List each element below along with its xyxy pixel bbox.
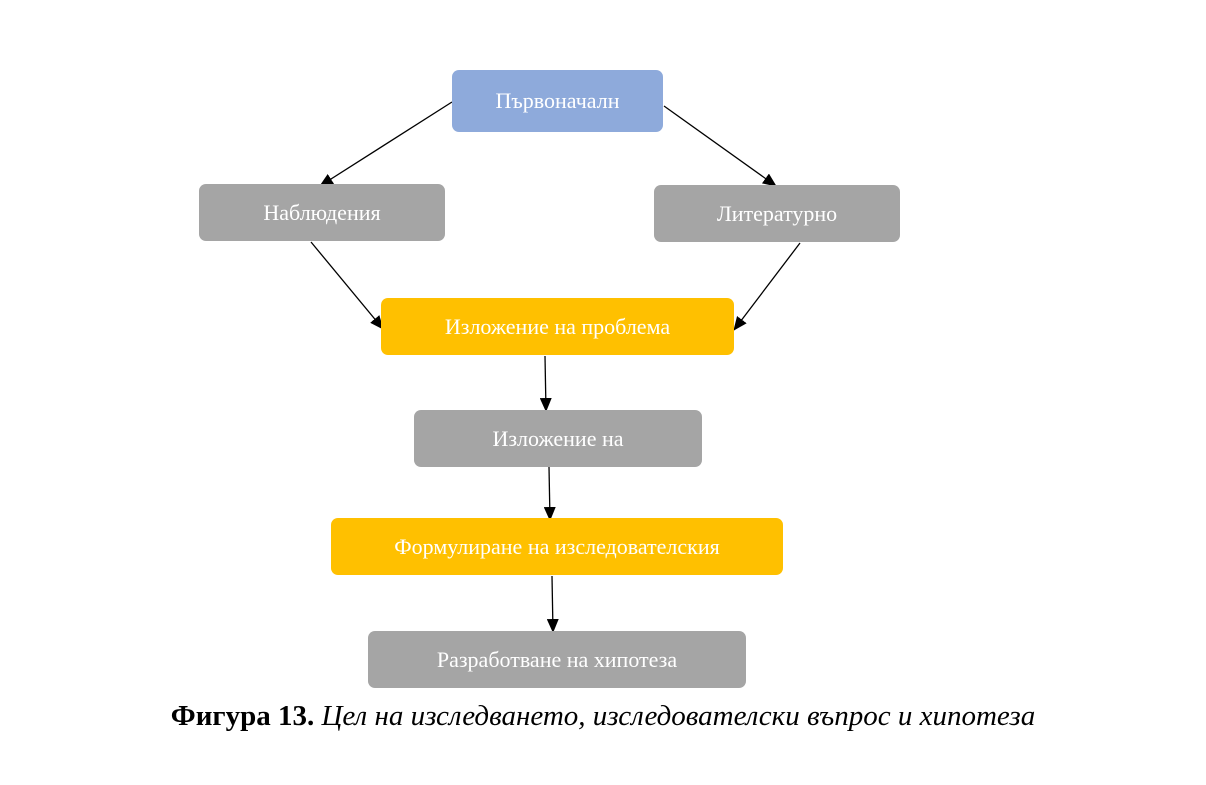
node-problem-statement-label: Изложение на проблема (444, 313, 671, 339)
figure-caption-text: Цел на изследването, изследователски въп… (321, 700, 1036, 732)
node-observations: Наблюдения (199, 184, 445, 241)
node-hypothesis-development-label: Разработване на хипотеза (436, 646, 678, 672)
edge-formulation-to-hypothesis (546, 575, 559, 633)
edge-initial-to-literature (663, 105, 777, 187)
edge-initial-to-observations (319, 101, 453, 187)
edge-literature-to-problem (733, 242, 801, 331)
edge-statement-to-formulation (543, 466, 556, 521)
edge-problem-to-statement (539, 355, 552, 412)
node-observations-label: Наблюдения (263, 199, 381, 225)
node-statement: Изложение на (414, 410, 702, 467)
node-initial-research-label: Първоначалн (495, 88, 620, 113)
node-question-formulation: Формулиране на изследователския (331, 518, 783, 575)
node-literature-label: Литературно (716, 200, 838, 226)
edge-observations-to-problem (310, 241, 384, 330)
node-statement-label: Изложение на (492, 425, 624, 451)
node-hypothesis-development: Разработване на хипотеза (368, 631, 746, 688)
node-literature: Литературно (654, 185, 900, 242)
figure-caption-label: Фигура 13. (170, 700, 315, 732)
node-problem-statement: Изложение на проблема (381, 298, 734, 355)
node-initial-research: Първоначалн (452, 70, 663, 132)
node-question-formulation-label: Формулиране на изследователския (394, 533, 720, 559)
figure-caption: Фигура 13. Цел на изследването, изследов… (0, 700, 1206, 733)
